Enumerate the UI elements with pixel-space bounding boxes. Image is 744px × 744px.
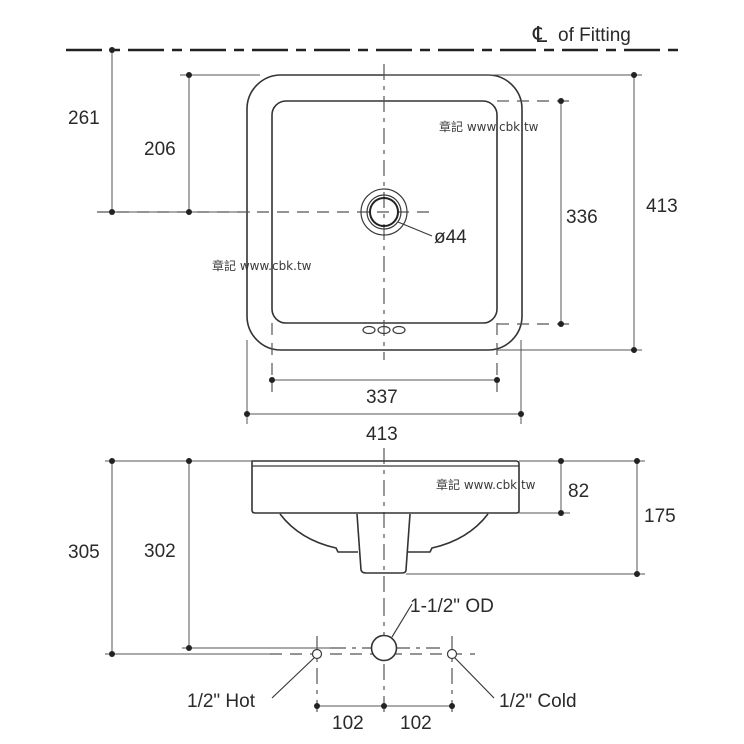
dim-102-left-label: 102 [332,713,364,734]
dim-336 [497,98,572,327]
dim-261-label: 261 [68,108,100,129]
centerline-label: of Fitting [558,25,631,46]
dim-102-right-label: 102 [400,713,432,734]
centerline-of-fitting: ℄ of Fitting [66,22,680,52]
dim-261 [97,47,250,215]
watermark-1: 章記 www.cbk.tw [439,119,539,134]
dim-82-label: 82 [568,481,589,502]
dim-175 [406,458,645,577]
drain-outlet-label: 1-1/2" OD [410,596,494,617]
bowl-right-curve [408,513,489,553]
dim-302 [182,458,330,651]
watermark-2: 章記 www.cbk.tw [212,258,312,273]
dim-206 [180,72,260,215]
dim-336-label: 336 [566,207,598,228]
dim-302-label: 302 [144,541,176,562]
watermark-3: 章記 www.cbk.tw [436,477,536,492]
dim-337 [269,323,500,392]
bowl-left-curve [279,513,358,553]
drain-outlet-circle [370,634,398,662]
overflow-holes [362,325,406,335]
dim-82 [519,458,645,516]
supply-view: 1-1/2" OD 1/2" Hot 1/2" Cold 102 102 [187,596,577,734]
dim-305 [105,458,270,657]
plan-view: ø44 261 206 336 [68,47,678,445]
dim-206-label: 206 [144,139,176,160]
dim-337-label: 337 [366,387,398,408]
centerline-symbol: ℄ [532,22,548,47]
cold-supply-label: 1/2" Cold [499,691,577,712]
hot-supply-label: 1/2" Hot [187,691,256,712]
dim-supply-spacing [314,703,455,709]
basin-rim-profile [251,460,520,514]
drain-hole [360,188,433,237]
dim-413-horizontal [244,340,524,424]
dim-413-horizontal-label: 413 [366,424,398,445]
drain-diameter-label: ø44 [434,227,467,248]
dim-413-vertical-label: 413 [646,196,678,217]
cold-supply-circle [446,648,458,660]
side-view: 82 175 305 302 章記 www.cbk.tw [68,448,676,657]
dim-175-label: 175 [644,506,676,527]
hot-supply-circle [311,648,323,660]
dim-305-label: 305 [68,542,100,563]
drain-tail [356,513,411,574]
